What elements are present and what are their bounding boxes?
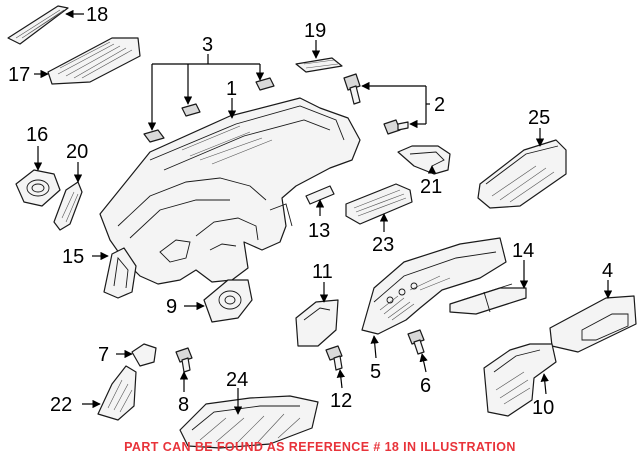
callout-17: 17 (8, 64, 30, 86)
part-8-bolt (175, 347, 193, 373)
callout-25: 25 (528, 107, 550, 129)
callout-9: 9 (166, 296, 177, 318)
part-21-side-vent (397, 145, 451, 175)
reference-notice: PART CAN BE FOUND AS REFERENCE # 18 IN I… (124, 440, 516, 454)
callout-20: 20 (66, 141, 88, 163)
part-16-trim-ring (15, 169, 61, 207)
part-6-screw (407, 329, 425, 355)
callout-1: 1 (226, 78, 237, 100)
callout-16: 16 (26, 124, 48, 146)
callout-6: 6 (420, 375, 431, 397)
callout-2: 2 (434, 94, 445, 116)
callout-14: 14 (512, 240, 534, 262)
part-2-bolts (343, 73, 409, 135)
part-17-defroster-panel (47, 37, 141, 85)
part-25-airbag (477, 139, 567, 209)
part-19-vent (295, 57, 343, 73)
part-13-label (305, 185, 335, 205)
callout-8: 8 (178, 394, 189, 416)
callout-21: 21 (420, 176, 442, 198)
part-9-switch (203, 279, 253, 323)
callout-24: 24 (226, 369, 248, 391)
part-24-lower-trim (179, 395, 319, 449)
callout-23: 23 (372, 234, 394, 256)
part-5-lower-panel (361, 237, 507, 335)
callout-13: 13 (308, 220, 330, 242)
part-3-clips (143, 77, 275, 143)
part-11-bracket (295, 299, 339, 347)
callout-5: 5 (370, 361, 381, 383)
part-7-knob (131, 343, 157, 367)
part-23-center-vent (345, 183, 413, 225)
callout-18: 18 (86, 4, 108, 26)
part-14-frame (449, 283, 527, 315)
callout-22: 22 (50, 394, 72, 416)
part-15-end-cap (103, 247, 137, 299)
callout-15: 15 (62, 246, 84, 268)
callout-7: 7 (98, 344, 109, 366)
leader-lines (33, 9, 613, 415)
part-1-dashboard (99, 97, 361, 285)
callout-3: 3 (202, 34, 213, 56)
callout-11: 11 (312, 261, 333, 283)
part-10-knee-panel (483, 343, 557, 417)
part-18-trim-strip (7, 5, 69, 45)
callout-4: 4 (602, 260, 613, 282)
callout-19: 19 (304, 20, 326, 42)
callout-numbers: 18 17 3 1 19 2 16 20 25 21 15 13 23 14 1… (8, 4, 613, 419)
part-20-side-cover (53, 181, 83, 231)
callout-10: 10 (532, 397, 554, 419)
callout-12: 12 (330, 390, 352, 412)
part-4-trim-panel (549, 295, 637, 353)
part-22-side-panel (97, 365, 137, 421)
part-12-screw (325, 345, 343, 371)
